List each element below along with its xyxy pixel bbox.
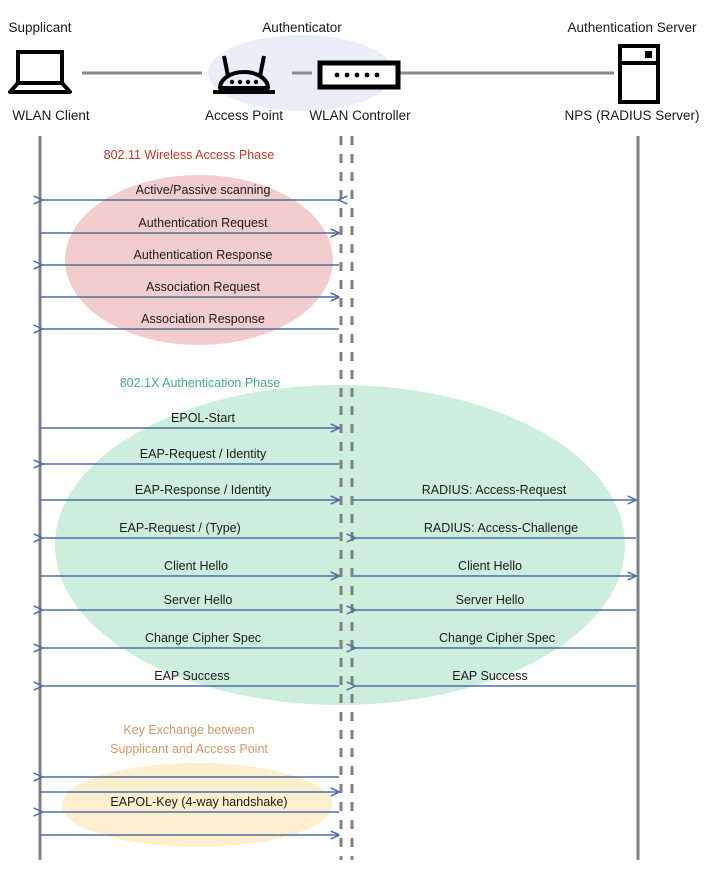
actor-role-supplicant: Supplicant xyxy=(8,20,72,35)
msg-label-eap-success-left: EAP Success xyxy=(154,669,230,683)
msg-label-eap-response-identity: EAP-Response / Identity xyxy=(134,483,272,497)
phase-label-key-exchange: Key Exchange between Supplicant and Acce… xyxy=(110,721,268,759)
actor-device-wlan-controller: WLAN Controller xyxy=(309,108,411,123)
msg-label-epol-start: EPOL-Start xyxy=(171,411,235,425)
msg-label-eap-request-identity: EAP-Request / Identity xyxy=(139,447,267,461)
actor-role-auth-server: Authentication Server xyxy=(567,20,697,35)
msg-label-association-request: Association Request xyxy=(146,280,260,294)
laptop-icon xyxy=(8,50,72,94)
msg-label-authentication-request: Authentication Request xyxy=(138,216,268,230)
msg-label-radius-access-request: RADIUS: Access-Request xyxy=(421,483,567,497)
actor-device-supplicant: WLAN Client xyxy=(12,108,90,123)
msg-label-authentication-response: Authentication Response xyxy=(133,248,273,262)
msg-label-client-hello-left: Client Hello xyxy=(164,559,228,573)
phase-label-dot1x: 802.1X Authentication Phase xyxy=(119,376,281,390)
msg-label-eap-request-type: EAP-Request / (Type) xyxy=(119,521,241,535)
network-switch-icon xyxy=(317,60,401,90)
phase-label-key-exchange-line1: Key Exchange between xyxy=(123,723,255,737)
actor-device-auth-server: NPS (RADIUS Server) xyxy=(564,108,700,123)
msg-label-radius-access-challenge: RADIUS: Access-Challenge xyxy=(423,521,579,535)
phase-ellipse-wireless-access xyxy=(65,175,333,345)
server-rack-icon xyxy=(618,44,660,104)
msg-label-server-hello-right: Server Hello xyxy=(455,593,525,607)
phase-ellipse-dot1x xyxy=(55,385,625,705)
msg-label-active-passive-scanning: Active/Passive scanning xyxy=(135,183,271,197)
msg-label-eapol-key-handshake: EAPOL-Key (4-way handshake) xyxy=(110,795,288,809)
msg-label-change-cipher-spec-left: Change Cipher Spec xyxy=(144,631,262,645)
msg-label-server-hello-left: Server Hello xyxy=(163,593,233,607)
wireless-router-leds xyxy=(229,79,259,85)
phase-label-wireless-access: 802.11 Wireless Access Phase xyxy=(103,148,275,162)
msg-label-eap-success-right: EAP Success xyxy=(452,669,528,683)
wireless-router-icon xyxy=(213,55,275,94)
msg-label-association-response: Association Response xyxy=(141,312,265,326)
actor-device-access-point: Access Point xyxy=(204,108,284,123)
msg-label-change-cipher-spec-right: Change Cipher Spec xyxy=(438,631,556,645)
phase-ellipse-key-exchange xyxy=(62,763,332,847)
msg-label-client-hello-right: Client Hello xyxy=(458,559,522,573)
actor-role-authenticator: Authenticator xyxy=(262,20,342,35)
phase-label-key-exchange-line2: Supplicant and Access Point xyxy=(110,742,268,756)
